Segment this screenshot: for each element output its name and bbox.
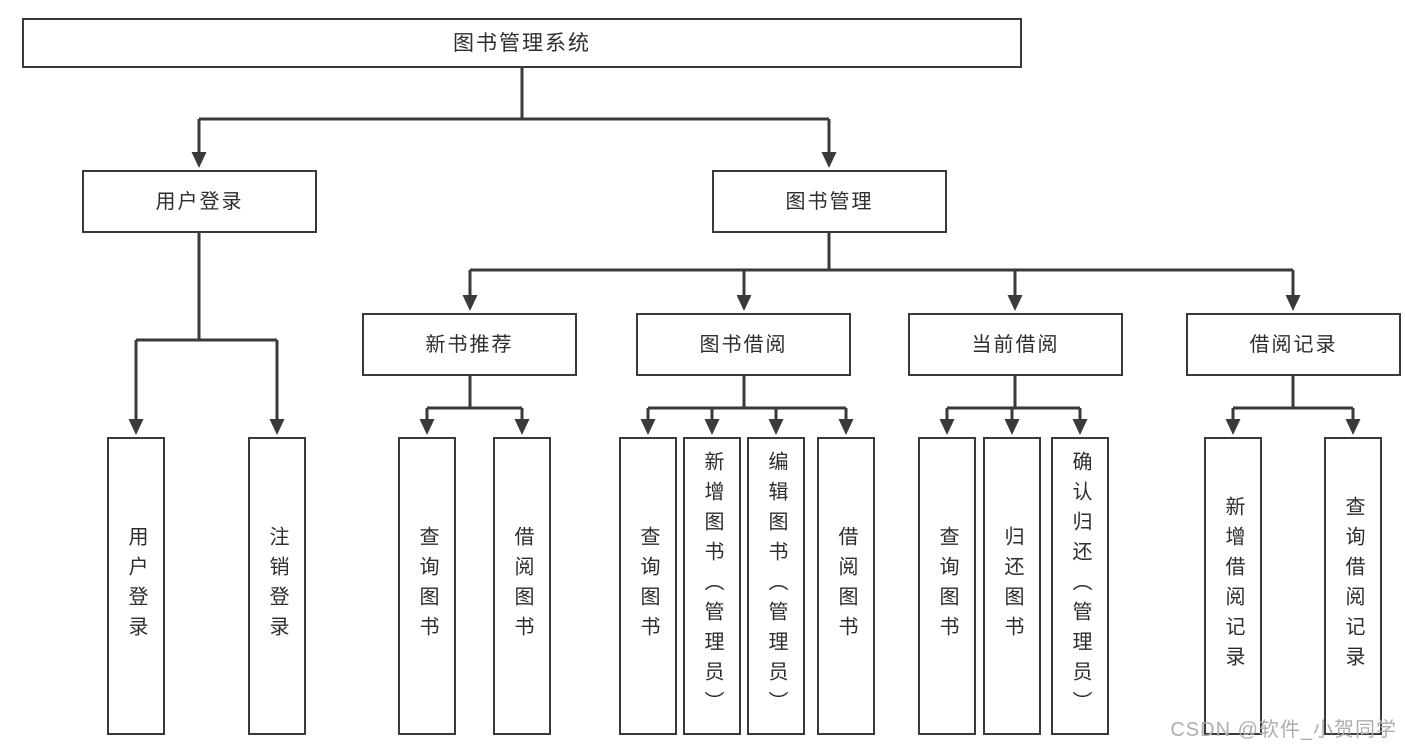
- arrowhead: [821, 152, 837, 168]
- connector-root-to-level2: [191, 68, 837, 168]
- arrowhead: [939, 419, 955, 435]
- leaf-user-login: 用户登录: [107, 437, 165, 735]
- node-book-management: 图书管理: [712, 170, 947, 233]
- arrowhead: [419, 419, 435, 435]
- leaf-query-borrow-record: 查询借阅记录: [1324, 437, 1382, 735]
- connector-current-borrow-to-leaves: [939, 376, 1088, 435]
- connector-book-borrow-to-leaves: [640, 376, 854, 435]
- leaf-edit-books-admin: 编辑图书（管理员）: [747, 437, 805, 735]
- leaf-confirm-return-admin: 确认归还（管理员）: [1051, 437, 1109, 735]
- node-current-borrow: 当前借阅: [908, 313, 1123, 376]
- leaf-add-books-admin: 新增图书（管理员）: [683, 437, 741, 735]
- arrowhead: [838, 419, 854, 435]
- arrowhead: [768, 419, 784, 435]
- leaf-query-books-recommend: 查询图书: [398, 437, 456, 735]
- arrowhead: [128, 419, 144, 435]
- arrowhead: [462, 295, 478, 311]
- csdn-watermark: CSDN @软件_小贺同学: [1170, 719, 1397, 741]
- arrowhead: [1072, 419, 1088, 435]
- connector-borrow-record-to-leaves: [1225, 376, 1361, 435]
- arrowhead: [1004, 419, 1020, 435]
- arrowhead: [1285, 295, 1301, 311]
- arrowhead: [191, 152, 207, 168]
- leaf-borrow-books-recommend: 借阅图书: [493, 437, 551, 735]
- arrowhead: [269, 419, 285, 435]
- node-book-borrow: 图书借阅: [636, 313, 851, 376]
- arrowhead: [736, 295, 752, 311]
- arrowhead: [1345, 419, 1361, 435]
- node-borrow-record: 借阅记录: [1186, 313, 1401, 376]
- leaf-query-books-current: 查询图书: [918, 437, 976, 735]
- connector-user-login-to-leaves: [128, 233, 285, 435]
- connector-new-book-recommend-to-leaves: [419, 376, 530, 435]
- leaf-add-borrow-record: 新增借阅记录: [1204, 437, 1262, 735]
- arrowhead: [640, 419, 656, 435]
- node-user-login: 用户登录: [82, 170, 317, 233]
- arrowhead: [1007, 295, 1023, 311]
- leaf-query-books-borrow: 查询图书: [619, 437, 677, 735]
- arrowhead: [514, 419, 530, 435]
- arrowhead: [1225, 419, 1241, 435]
- node-library-management-system: 图书管理系统: [22, 18, 1022, 68]
- connector-book-management-to-level3: [462, 233, 1301, 311]
- leaf-return-books: 归还图书: [983, 437, 1041, 735]
- node-new-book-recommend: 新书推荐: [362, 313, 577, 376]
- arrowhead: [704, 419, 720, 435]
- leaf-borrow-books: 借阅图书: [817, 437, 875, 735]
- leaf-logout: 注销登录: [248, 437, 306, 735]
